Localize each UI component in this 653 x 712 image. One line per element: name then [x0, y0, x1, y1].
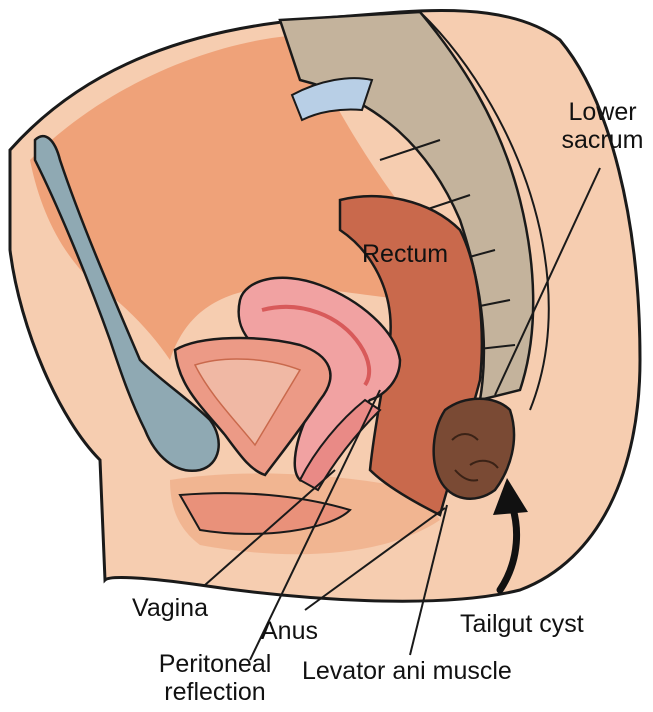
- label-lower-sacrum: Lower sacrum: [555, 98, 650, 154]
- label-lower-sacrum-line2: sacrum: [562, 126, 644, 154]
- label-vagina: Vagina: [132, 594, 208, 622]
- label-peritoneal-line1: Peritoneal: [159, 650, 272, 678]
- label-tailgut-cyst: Tailgut cyst: [460, 610, 584, 638]
- label-rectum: Rectum: [362, 240, 448, 268]
- label-anus: Anus: [261, 617, 318, 645]
- label-peritoneal-reflection: Peritoneal reflection: [140, 650, 290, 706]
- label-peritoneal-line2: reflection: [164, 678, 265, 706]
- label-lower-sacrum-line1: Lower: [568, 98, 636, 126]
- label-levator-ani: Levator ani muscle: [302, 657, 512, 685]
